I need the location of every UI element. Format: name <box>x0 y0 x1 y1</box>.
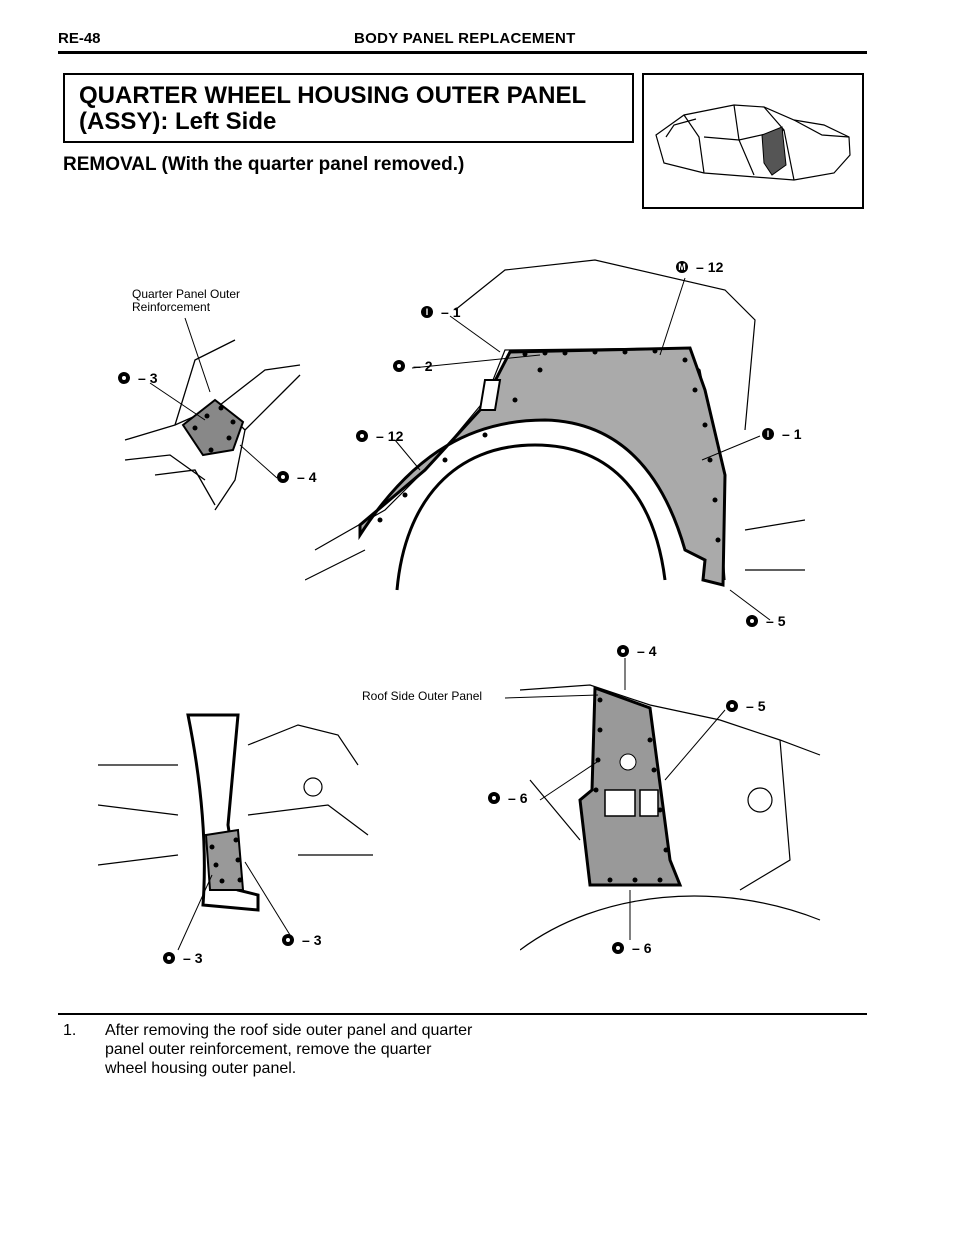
m-weld-icon: M <box>676 261 688 273</box>
i-weld-icon: I <box>421 306 433 318</box>
reinforcement-figure <box>124 339 301 511</box>
spot-weld-icon <box>746 615 758 627</box>
spot-weld-icon <box>163 952 175 964</box>
callout-m-12: M–12 <box>676 259 723 275</box>
spot-weld-icon <box>393 360 405 372</box>
spot-weld-icon <box>118 372 130 384</box>
callout-i-1-top: I–1 <box>421 304 461 320</box>
header-rule <box>58 51 867 54</box>
spot-weld-icon <box>617 645 629 657</box>
page-code: RE-48 <box>58 30 101 47</box>
title-line-1: QUARTER WHEEL HOUSING OUTER PANEL <box>79 82 587 109</box>
roof-side-outer-panel-figure <box>520 684 821 951</box>
pillar-detail-figure <box>98 713 373 912</box>
sub-heading: REMOVAL (With the quarter panel removed.… <box>63 154 465 175</box>
callout-spot-2: –2 <box>393 358 433 374</box>
section-title: BODY PANEL REPLACEMENT <box>354 30 576 47</box>
callout-spot-3-bottom-left: –3 <box>163 950 203 966</box>
spot-weld-icon <box>488 792 500 804</box>
callout-i-1-right: I–1 <box>762 426 802 442</box>
step-number: 1. <box>63 1022 77 1039</box>
callout-spot-3-bottom-right: –3 <box>282 932 322 948</box>
callout-spot-6-bottom: –6 <box>612 940 652 956</box>
step-text: After removing the roof side outer panel… <box>105 1022 473 1077</box>
roof-side-outer-panel-label: Roof Side Outer Panel <box>362 689 483 703</box>
quarter-panel-outer-reinforcement-label: Quarter Panel Outer Reinforcement <box>132 287 241 314</box>
callout-spot-4-bottom: –4 <box>617 643 657 659</box>
step-rule <box>58 1013 867 1015</box>
wheel-housing-figure <box>305 259 805 591</box>
spot-weld-icon <box>282 934 294 946</box>
vehicle-location-thumbnail <box>642 73 864 209</box>
i-weld-icon: I <box>762 428 774 440</box>
callout-spot-6-left: –6 <box>488 790 528 806</box>
callout-spot-5-bottom: –5 <box>726 698 766 714</box>
spot-weld-icon <box>356 430 368 442</box>
callout-spot-12: –12 <box>356 428 403 444</box>
title-line-2: (ASSY): Left Side <box>79 108 277 135</box>
procedure-title-box: QUARTER WHEEL HOUSING OUTER PANEL (ASSY)… <box>63 73 634 143</box>
callout-spot-4-top: –4 <box>277 469 317 485</box>
spot-weld-icon <box>612 942 624 954</box>
callout-spot-3-top: –3 <box>118 370 158 386</box>
spot-weld-icon <box>726 700 738 712</box>
car-body-illustration <box>655 104 851 181</box>
callout-spot-5-top: –5 <box>746 613 786 629</box>
spot-weld-icon <box>277 471 289 483</box>
